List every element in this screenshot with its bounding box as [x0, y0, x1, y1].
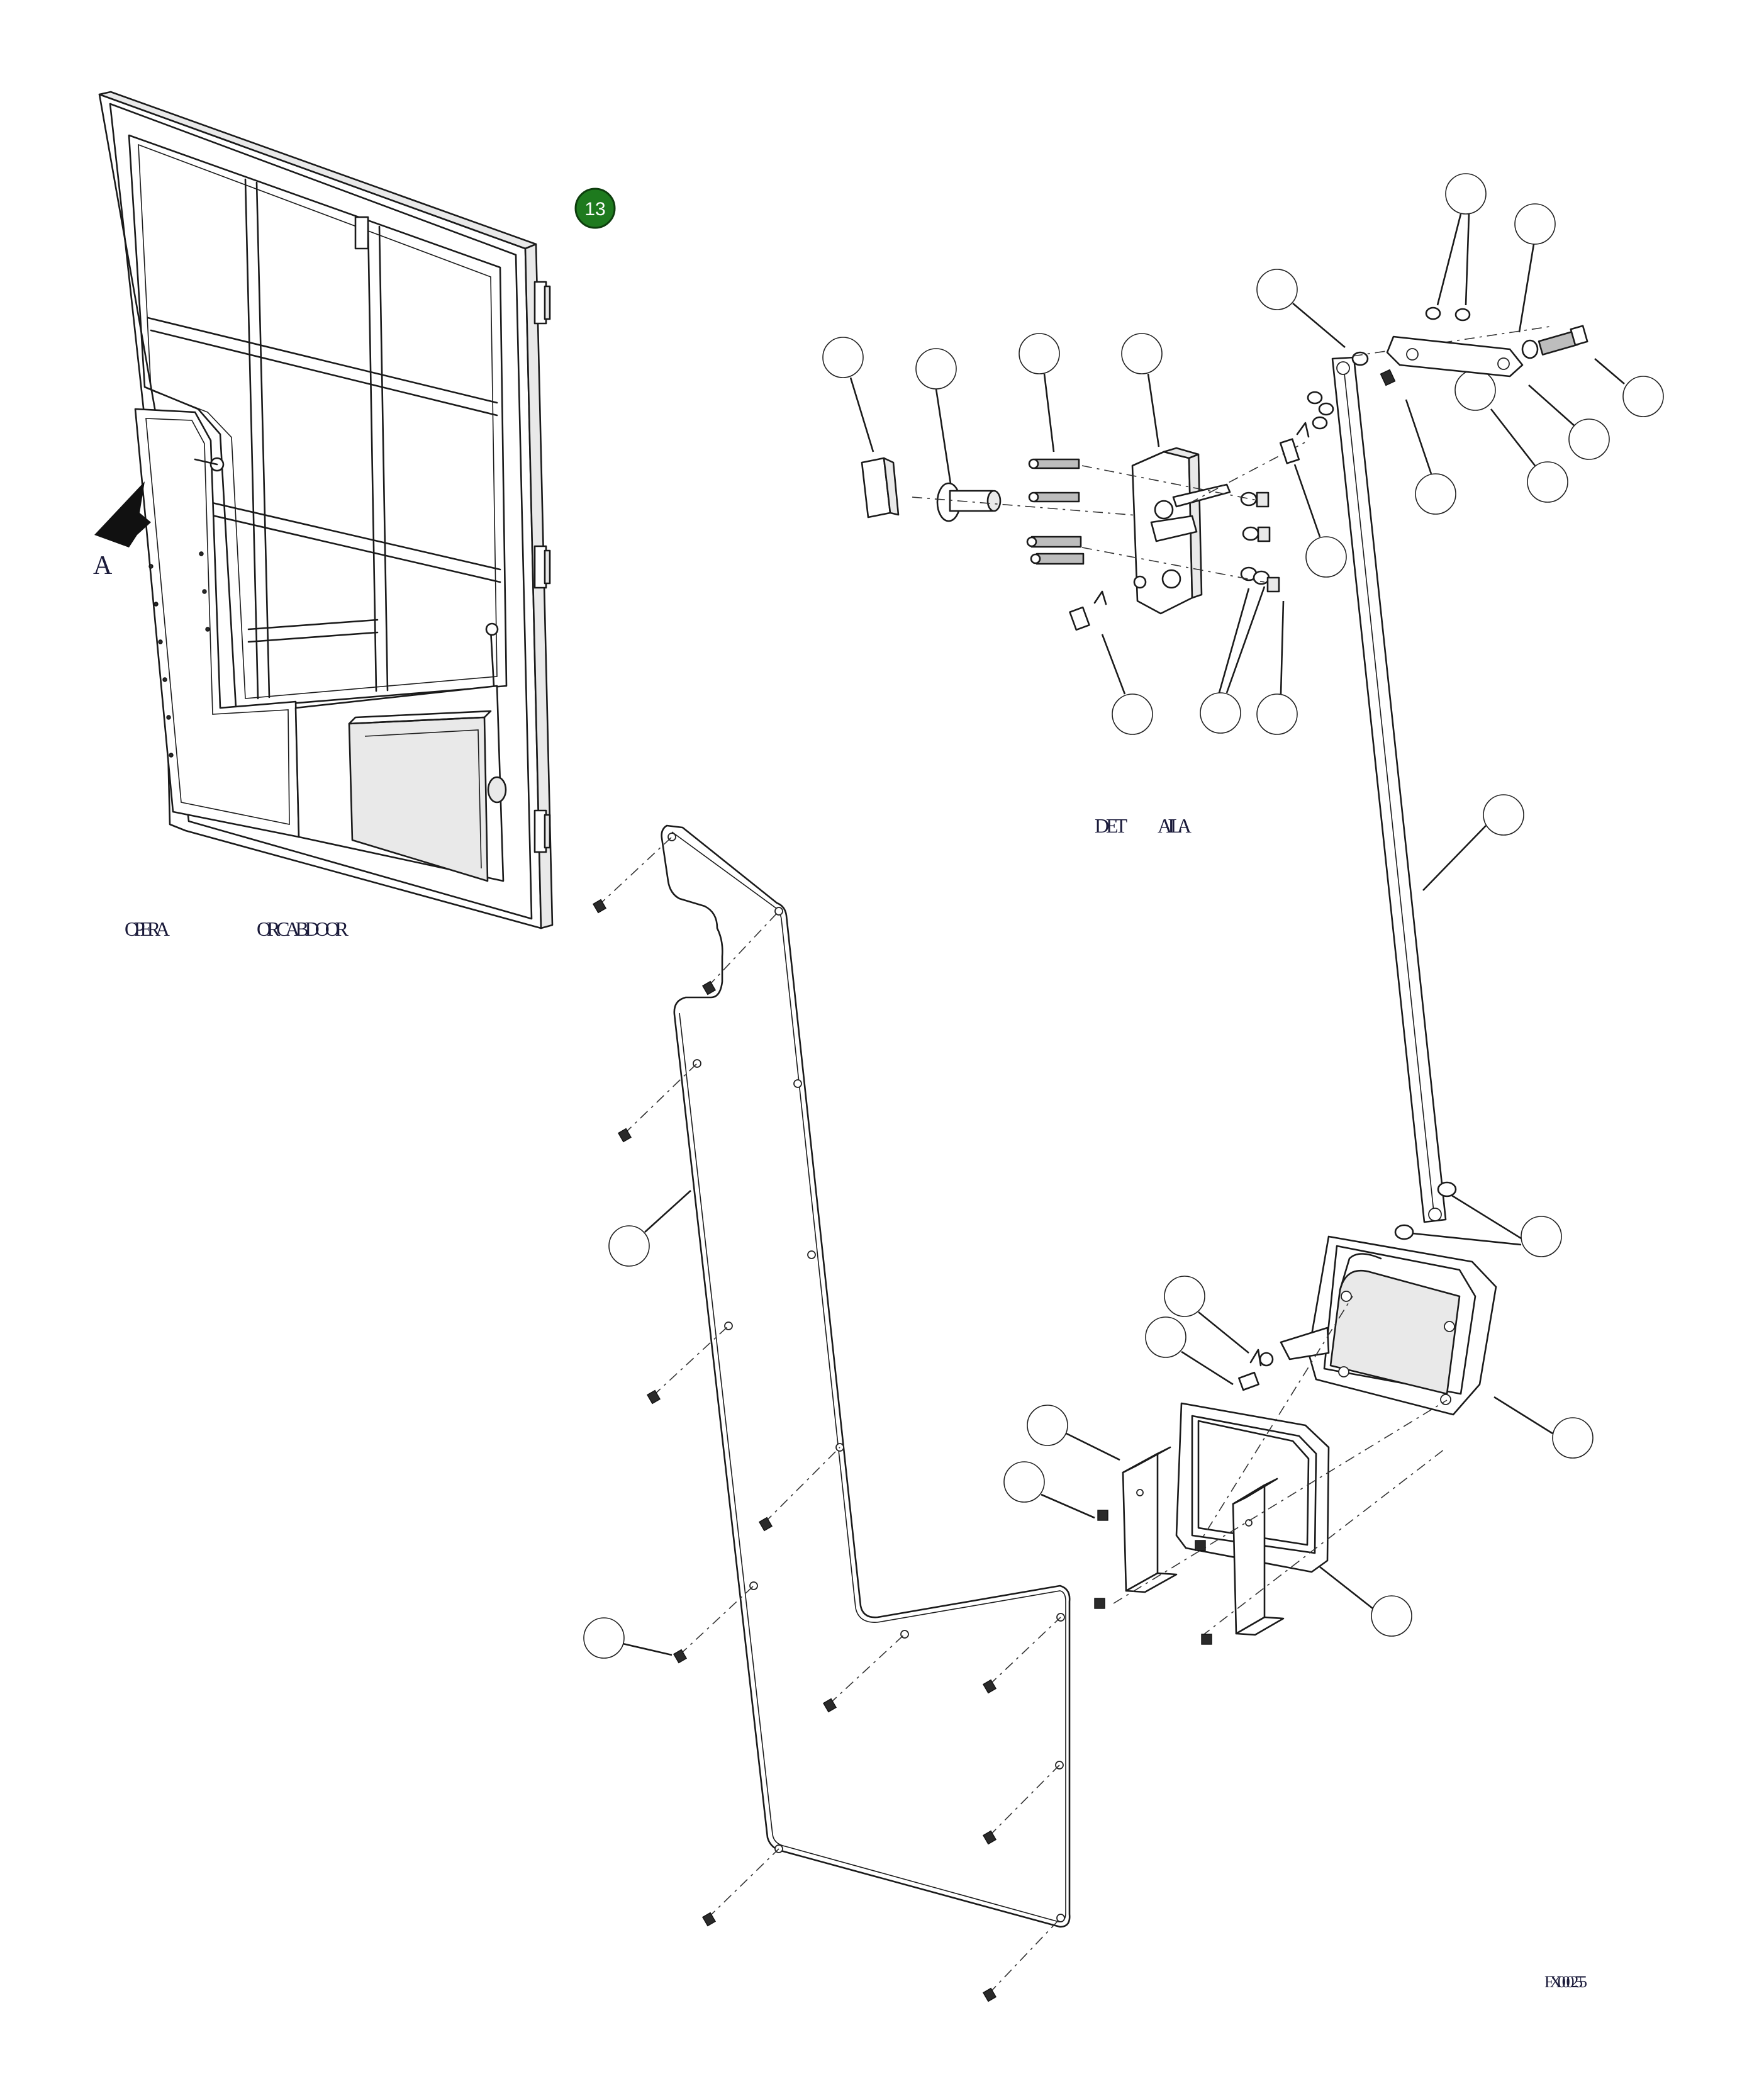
cab-door-assembly: A OPERA OR CAB DOOR	[93, 91, 554, 940]
drawing-number: FX000255	[1544, 1973, 1587, 1991]
latch-springs	[1026, 458, 1085, 565]
door-title-left: OPERA	[125, 917, 170, 940]
door-title-right: OR CAB DOOR	[257, 917, 349, 940]
door-hinge-top	[533, 281, 551, 325]
detail-label-left: DET	[1095, 814, 1127, 837]
panel-screws	[592, 836, 1061, 2002]
lower-lock-assembly	[1003, 1181, 1594, 1645]
left-bracket	[1122, 1446, 1178, 1593]
callout-13: 13	[574, 188, 616, 229]
right-bracket	[1232, 1478, 1285, 1636]
gasket-frame	[1175, 1402, 1330, 1573]
door-hinge-middle	[533, 545, 551, 589]
latch-detail: DET AIL A	[822, 333, 1309, 837]
inner-door-panel	[583, 824, 1071, 2002]
latch-fasteners	[1133, 491, 1280, 593]
linkage-rod-assembly	[1256, 173, 1664, 1223]
callout-13-badge	[574, 188, 616, 229]
latch-balloons	[822, 333, 1298, 735]
link-bolt	[1521, 325, 1588, 359]
view-arrow-label: A	[93, 551, 113, 580]
detail-label-right: AIL A	[1158, 814, 1192, 837]
view-direction-arrow-icon	[94, 481, 151, 547]
door-hinge-bottom	[533, 809, 551, 853]
callout-13-number: 13	[584, 199, 605, 220]
